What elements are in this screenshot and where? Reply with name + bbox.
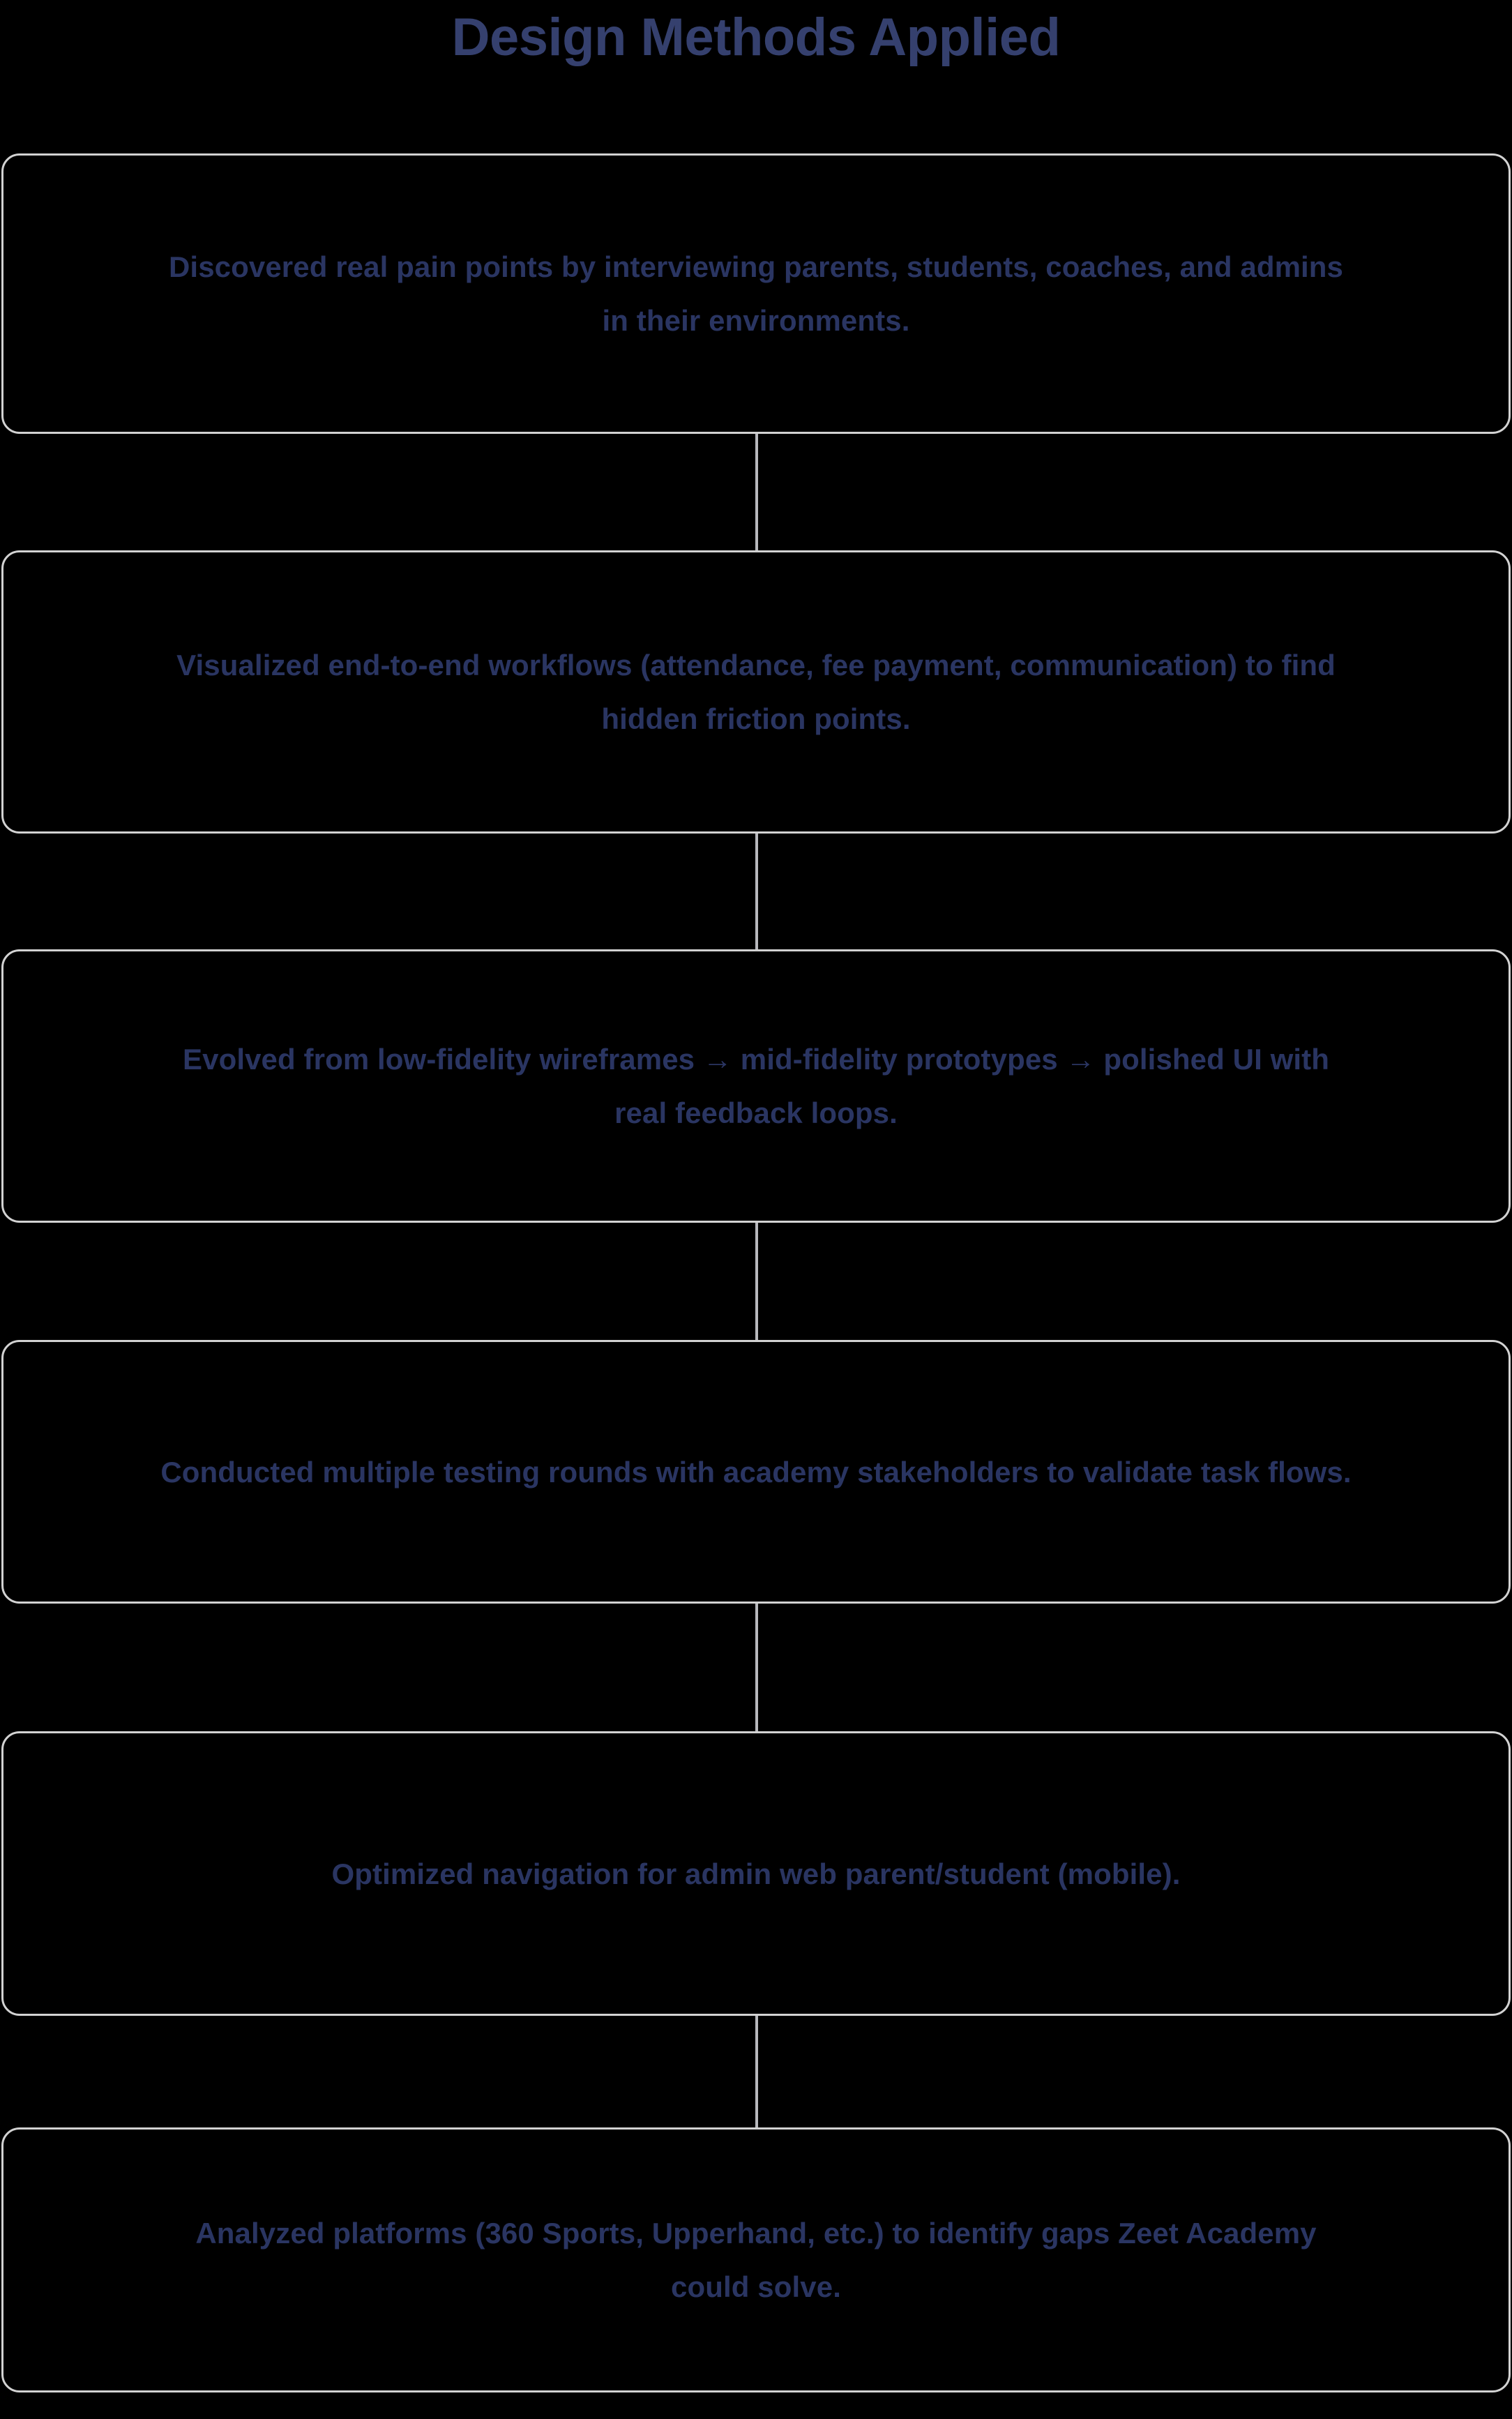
flow-step-1[interactable]: Discovered real pain points by interview… xyxy=(1,153,1511,434)
flow-step-1-label: Discovered real pain points by interview… xyxy=(169,250,1343,337)
flow-step-4-label: Conducted multiple testing rounds with a… xyxy=(160,1455,1352,1489)
page-title: Design Methods Applied xyxy=(451,8,1061,67)
flow-step-3[interactable]: Evolved from low-fidelity wireframes → m… xyxy=(1,949,1511,1223)
flow-step-6-label: Analyzed platforms (360 Sports, Upperhan… xyxy=(195,2217,1317,2303)
connector-2-to-3 xyxy=(755,834,758,949)
flow-step-3-label: Evolved from low-fidelity wireframes → m… xyxy=(183,1043,1329,1129)
connector-3-to-4 xyxy=(755,1223,758,1340)
flow-step-5-label: Optimized navigation for admin web paren… xyxy=(331,1857,1181,1890)
flow-step-2[interactable]: Visualized end-to-end workflows (attenda… xyxy=(1,550,1511,834)
flow-step-4[interactable]: Conducted multiple testing rounds with a… xyxy=(1,1340,1511,1604)
connector-5-to-6 xyxy=(755,2016,758,2127)
connector-1-to-2 xyxy=(755,434,758,550)
flow-step-2-label: Visualized end-to-end workflows (attenda… xyxy=(176,649,1336,735)
connector-4-to-5 xyxy=(755,1604,758,1731)
flow-step-6[interactable]: Analyzed platforms (360 Sports, Upperhan… xyxy=(1,2127,1511,2392)
flow-step-5[interactable]: Optimized navigation for admin web paren… xyxy=(1,1731,1511,2016)
